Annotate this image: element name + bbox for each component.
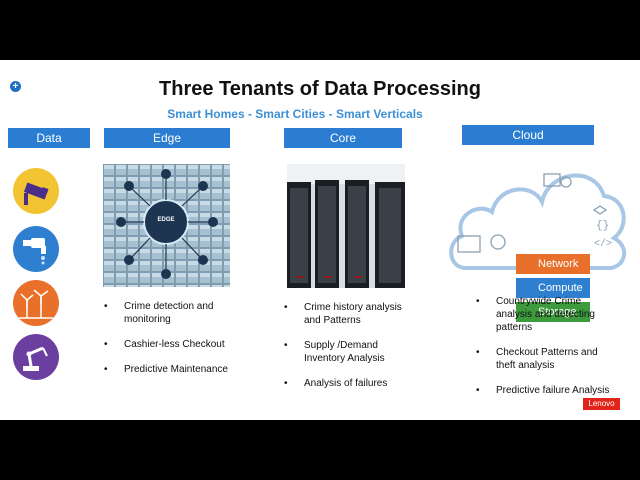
list-item: Predictive failure Analysis <box>476 384 612 397</box>
compute-button[interactable]: Compute <box>516 278 590 298</box>
list-item: Cashier-less Checkout <box>104 338 244 351</box>
cloud-icon: </> {} Network Compute Storage <box>444 156 632 322</box>
list-item: Predictive Maintenance <box>104 363 244 376</box>
slide-subtitle: Smart Homes - Smart Cities - Smart Verti… <box>167 107 423 121</box>
header-core: Core <box>284 128 402 148</box>
lenovo-logo: Lenovo <box>583 398 620 410</box>
header-data: Data <box>8 128 90 148</box>
list-item: Crime detection and monitoring <box>104 300 244 326</box>
header-cloud: Cloud <box>462 125 594 145</box>
edge-bullets: Crime detection and monitoring Cashier-l… <box>104 300 244 388</box>
robot-arm-icon <box>13 334 59 380</box>
header-edge: Edge <box>104 128 230 148</box>
camera-icon <box>13 168 59 214</box>
svg-text:{}: {} <box>596 220 609 232</box>
list-item: Checkout Patterns and theft analysis <box>476 346 612 372</box>
list-item: Analysis of failures <box>284 377 416 390</box>
list-item: Crime history analysis and Patterns <box>284 301 416 327</box>
water-tap-icon <box>13 226 59 272</box>
wind-turbine-icon <box>13 280 59 326</box>
plus-icon[interactable]: + <box>10 81 21 92</box>
network-button[interactable]: Network <box>516 254 590 274</box>
edge-image-label: EDGE <box>157 217 174 223</box>
slide: + Three Tenants of Data Processing Smart… <box>0 60 640 420</box>
core-bullets: Crime history analysis and Patterns Supp… <box>284 301 416 402</box>
slide-title: Three Tenants of Data Processing <box>159 78 481 100</box>
server-racks-image <box>287 164 405 288</box>
edge-computing-image: EDGE <box>103 164 230 287</box>
list-item: Countrywide Crime analysis and detecting… <box>476 295 612 334</box>
cloud-bullets: Countrywide Crime analysis and detecting… <box>476 295 612 409</box>
svg-text:</>: </> <box>594 238 612 250</box>
list-item: Supply /Demand Inventory Analysis <box>284 339 416 365</box>
